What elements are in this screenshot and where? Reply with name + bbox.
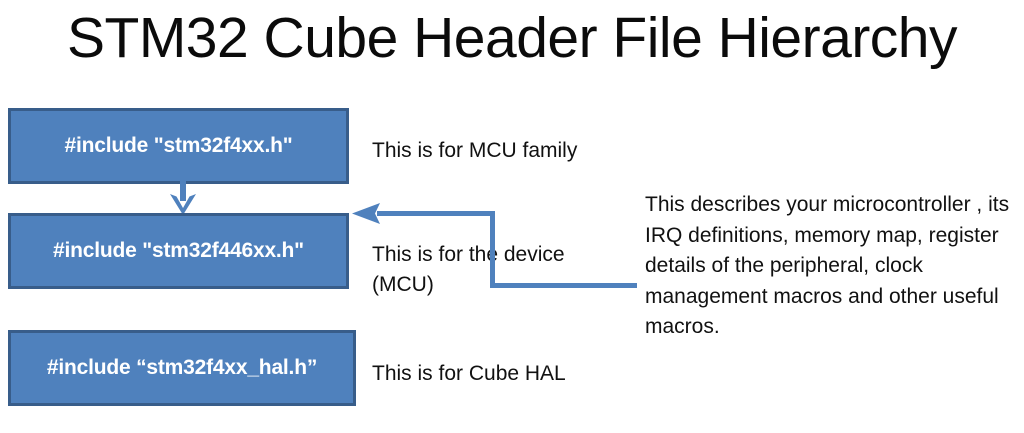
include-box-device-code: #include "stm32f446xx.h" bbox=[53, 239, 304, 262]
include-box-family-code: #include "stm32f4xx.h" bbox=[64, 134, 293, 157]
elbow-arrow-icon bbox=[350, 203, 642, 295]
include-box-hal-code: #include “stm32f4xx_hal.h” bbox=[46, 356, 318, 379]
caption-hal: This is for Cube HAL bbox=[372, 362, 566, 385]
include-box-family[interactable]: #include "stm32f4xx.h" bbox=[8, 108, 349, 184]
caption-family: This is for MCU family bbox=[372, 139, 578, 162]
down-arrow-icon bbox=[166, 181, 200, 217]
include-box-device[interactable]: #include "stm32f446xx.h" bbox=[8, 213, 349, 289]
page-title: STM32 Cube Header File Hierarchy bbox=[66, 6, 958, 70]
caption-device: This is for the device (MCU) bbox=[372, 243, 565, 296]
description-text: This describes your microcontroller , it… bbox=[645, 193, 1010, 338]
include-box-hal[interactable]: #include “stm32f4xx_hal.h” bbox=[8, 330, 356, 406]
